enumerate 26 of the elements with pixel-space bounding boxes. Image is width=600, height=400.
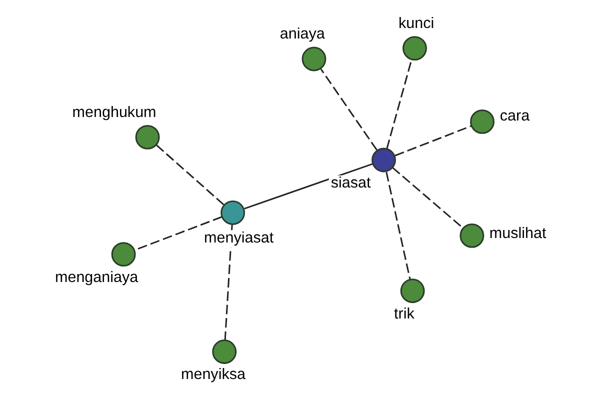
node-label: menganiaya xyxy=(54,268,138,286)
node-label: menyiksa xyxy=(180,366,245,384)
node-circle xyxy=(402,36,426,61)
node-label: trik xyxy=(394,305,414,322)
node-circle xyxy=(400,278,424,304)
node-circle xyxy=(301,46,326,72)
connector xyxy=(386,59,412,150)
node-circle xyxy=(459,223,484,248)
connector xyxy=(224,224,232,340)
node-circle xyxy=(220,200,245,225)
node-circle xyxy=(371,148,396,172)
connector xyxy=(385,172,410,280)
node-circle xyxy=(134,124,160,150)
node-label: cara xyxy=(499,107,530,124)
connector xyxy=(392,167,464,229)
connector xyxy=(155,144,224,206)
node-label: muslihat xyxy=(488,225,546,242)
node-circle xyxy=(212,340,236,364)
node-circle xyxy=(470,109,494,134)
node-label: menghukum xyxy=(72,104,156,121)
node-label: aniaya xyxy=(279,26,324,43)
connector xyxy=(320,68,377,150)
node-label: siasat xyxy=(330,174,370,192)
node-label: kunci xyxy=(398,15,434,32)
node-label: menyiasat xyxy=(204,229,274,246)
node-circle xyxy=(110,242,136,267)
